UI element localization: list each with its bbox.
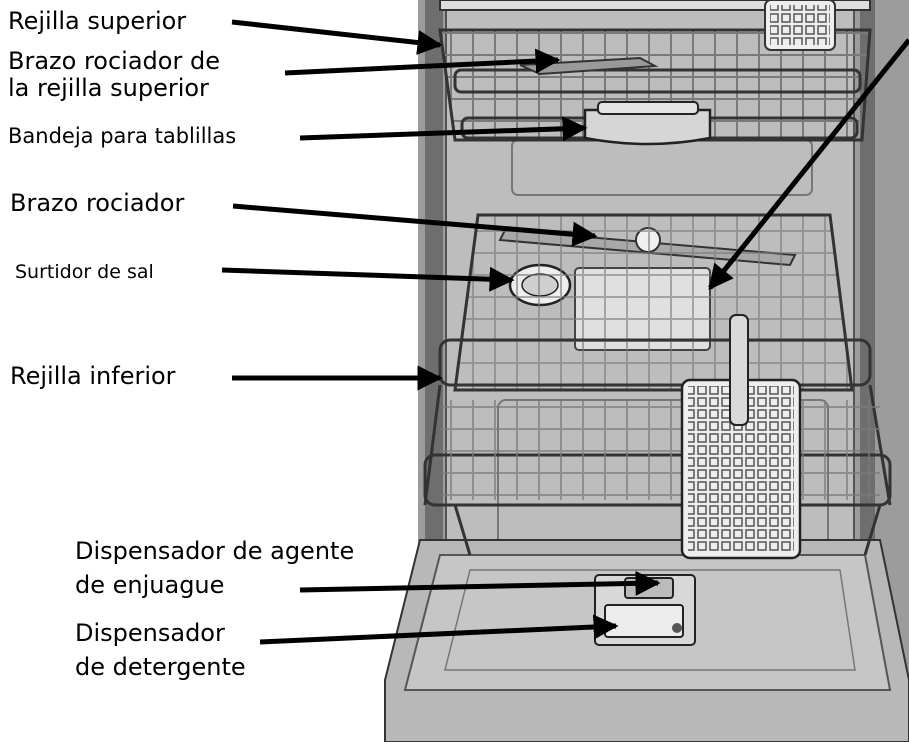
arrow-top-spray-arm [284, 48, 561, 76]
arrow-top-rack [231, 19, 443, 55]
label-top-spray-arm-line1: Brazo rociador de [8, 47, 220, 75]
label-salt-dispenser: Surtidor de sal [15, 261, 154, 283]
callout-arrows [221, 19, 909, 645]
label-bottom-rack: Rejilla inferior [10, 362, 176, 390]
arrow-salt-dispenser [221, 266, 515, 292]
arrow-spray-arm [232, 203, 598, 247]
label-detergent-dispenser-line1: Dispensador [75, 619, 225, 647]
arrow-rinse-dispenser [299, 570, 661, 596]
tablet-tray [583, 101, 712, 146]
label-detergent-dispenser-line2: de detergente [75, 653, 246, 681]
label-rinse-dispenser-line1: Dispensador de agente [75, 537, 355, 565]
cutlery-basket [680, 314, 802, 560]
arrow-tablet-tray [299, 116, 588, 142]
label-spray-arm: Brazo rociador [10, 189, 185, 217]
dispenser-unit [594, 574, 696, 646]
arrow-detergent-dispenser [259, 614, 619, 645]
bottom-rack [423, 213, 892, 556]
label-rinse-dispenser-line2: de enjuague [75, 571, 225, 599]
arrow-filter [708, 38, 909, 290]
label-top-rack: Rejilla superior [8, 7, 187, 35]
label-top-spray-arm-line2: la rejilla superior [8, 74, 209, 102]
label-tablet-tray: Bandeja para tablillas [8, 124, 237, 148]
